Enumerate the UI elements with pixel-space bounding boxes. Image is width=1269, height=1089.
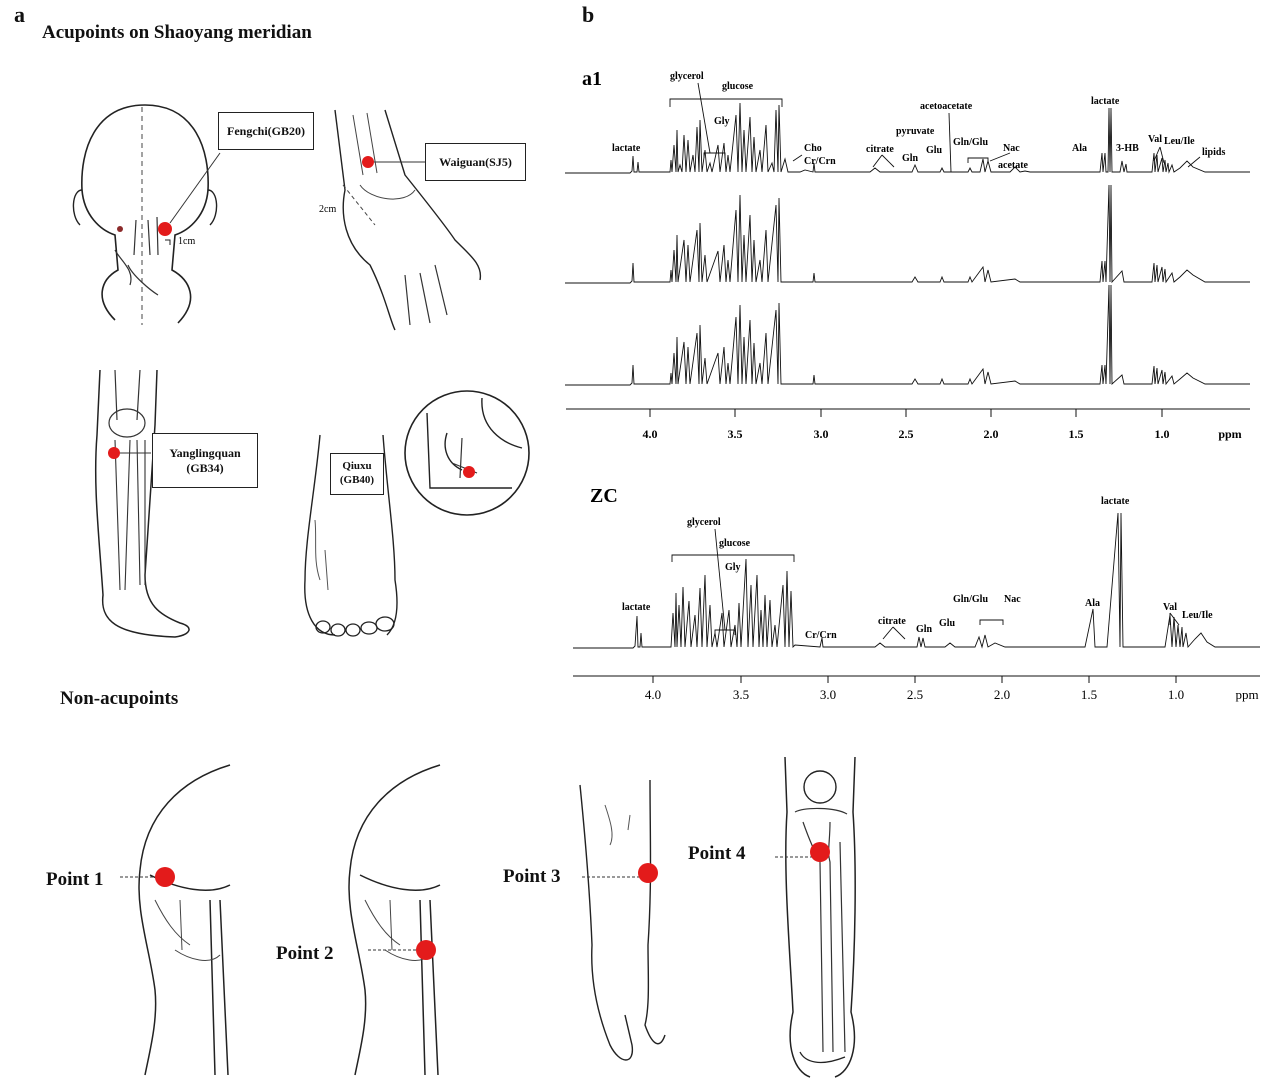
spectrum-zc-ticks bbox=[652, 676, 1177, 683]
nonacupoints-heading: Non-acupoints bbox=[60, 688, 179, 709]
ankle-detail-inset bbox=[404, 390, 530, 516]
zc-tick-label: 2.0 bbox=[994, 687, 1010, 702]
head-illustration: 1cm bbox=[72, 104, 221, 325]
point4-illustration bbox=[775, 756, 856, 1078]
zc-label-ala: Ala bbox=[1085, 598, 1100, 609]
a1-tick-label: 3.5 bbox=[728, 427, 743, 441]
fengchi-right-marker bbox=[158, 222, 172, 236]
a1-label-glycerol: glycerol bbox=[670, 71, 704, 82]
a1-label-nac: Nac bbox=[1003, 143, 1020, 154]
spectrum-zc: ZC 4.0 3.5 3.0 2.5 2.0 1.5 1.0 ppm lacta… bbox=[573, 485, 1260, 702]
a1-label-crcrn: Cr/Crn bbox=[804, 156, 836, 167]
zc-tick-label: 3.5 bbox=[733, 687, 749, 702]
a1-label-glucose: glucose bbox=[722, 81, 754, 92]
yanglingquan-callout: Yanglingquan (GB34) bbox=[152, 433, 258, 488]
point4-label: Point 4 bbox=[688, 843, 746, 864]
panel-b-letter: b bbox=[582, 2, 595, 27]
zc-label-crcrn: Cr/Crn bbox=[805, 630, 837, 641]
point1-illustration bbox=[120, 764, 231, 1076]
qiuxu-callout: Qiuxu (GB40) bbox=[330, 453, 384, 495]
a1-label-val: Val bbox=[1148, 134, 1162, 145]
wrist-measure: 2cm bbox=[319, 204, 336, 215]
point1-marker bbox=[155, 867, 175, 887]
a1-tick-label: 1.5 bbox=[1069, 427, 1084, 441]
zc-tick-label: 2.5 bbox=[907, 687, 923, 702]
fengchi-callout: Fengchi(GB20) bbox=[218, 112, 314, 150]
panel-a-letter: a bbox=[14, 2, 25, 27]
zc-tick-label: 4.0 bbox=[645, 687, 661, 702]
a1-label-lipids: lipids bbox=[1202, 147, 1225, 158]
zc-label-citrate: citrate bbox=[878, 616, 906, 627]
a1-label-acetoacetate: acetoacetate bbox=[920, 101, 973, 112]
a1-label-leuile: Leu/Ile bbox=[1164, 136, 1195, 147]
zc-label-val: Val bbox=[1163, 602, 1177, 613]
a1-label-acetate: acetate bbox=[998, 160, 1029, 171]
zc-label-lactate-right: lactate bbox=[1101, 496, 1130, 507]
a1-label-citrate: citrate bbox=[866, 144, 894, 155]
a1-label-lactate-right: lactate bbox=[1091, 96, 1120, 107]
zc-label-leuile: Leu/Ile bbox=[1182, 610, 1213, 621]
yanglingquan-name: Yanglingquan bbox=[169, 445, 241, 460]
spectrum-a1-trace-2 bbox=[565, 184, 1250, 284]
a1-label-cho: Cho bbox=[804, 143, 822, 154]
spectrum-a1-trace-1 bbox=[565, 102, 1250, 174]
a1-label-ala: Ala bbox=[1072, 143, 1087, 154]
a1-axis-unit: ppm bbox=[1218, 427, 1241, 441]
yanglingquan-code: (GB34) bbox=[186, 460, 224, 475]
a1-label-gly: Gly bbox=[714, 116, 730, 127]
point3-label: Point 3 bbox=[503, 866, 561, 887]
point1-label: Point 1 bbox=[46, 869, 104, 890]
a1-tick-label: 2.5 bbox=[899, 427, 914, 441]
zc-label-gln: Gln bbox=[916, 624, 933, 635]
a1-label-pyruvate: pyruvate bbox=[896, 126, 935, 137]
point3-marker bbox=[638, 863, 658, 883]
a1-tick-label: 4.0 bbox=[643, 427, 658, 441]
spectrum-a1-title: a1 bbox=[582, 68, 602, 90]
zc-tick-label: 1.0 bbox=[1168, 687, 1184, 702]
spectrum-a1-ticks bbox=[649, 409, 1163, 417]
point2-label: Point 2 bbox=[276, 943, 334, 964]
wrist-illustration: 2cm bbox=[319, 109, 482, 331]
point4-marker bbox=[810, 842, 830, 862]
a1-tick-label: 3.0 bbox=[814, 427, 829, 441]
a1-label-glu: Glu bbox=[926, 145, 943, 156]
spectrum-zc-title: ZC bbox=[590, 485, 618, 507]
spectrum-a1: a1 4.0 3.5 3.0 2.5 2.0 1.5 1.0 ppm lacta… bbox=[565, 68, 1250, 441]
a1-label-lactate-left: lactate bbox=[612, 143, 641, 154]
a1-tick-label: 1.0 bbox=[1155, 427, 1170, 441]
a1-label-glnglu: Gln/Glu bbox=[953, 137, 988, 148]
fengchi-left-marker bbox=[117, 226, 123, 232]
qiuxu-name: Qiuxu bbox=[342, 460, 372, 473]
zc-label-glu: Glu bbox=[939, 618, 956, 629]
point2-marker bbox=[416, 940, 436, 960]
qiuxu-code: (GB40) bbox=[339, 474, 375, 486]
spectrum-zc-trace bbox=[573, 512, 1260, 649]
zc-tick-label: 1.5 bbox=[1081, 687, 1097, 702]
head-measure: 1cm bbox=[178, 236, 195, 247]
qiuxu-marker bbox=[463, 466, 475, 478]
zc-label-glucose: glucose bbox=[719, 538, 751, 549]
waiguan-callout: Waiguan(SJ5) bbox=[425, 143, 526, 181]
zc-label-lactate-left: lactate bbox=[622, 602, 651, 613]
zc-label-nac: Nac bbox=[1004, 594, 1021, 605]
zc-axis-unit: ppm bbox=[1235, 687, 1258, 702]
waiguan-marker bbox=[362, 156, 374, 168]
acupoints-heading: Acupoints on Shaoyang meridian bbox=[42, 22, 312, 43]
zc-label-gly: Gly bbox=[725, 562, 741, 573]
zc-tick-label: 3.0 bbox=[820, 687, 836, 702]
a1-label-3hb: 3-HB bbox=[1116, 143, 1139, 154]
point2-illustration bbox=[348, 764, 441, 1076]
a1-tick-label: 2.0 bbox=[984, 427, 999, 441]
yanglingquan-marker bbox=[108, 447, 120, 459]
zc-label-glnglu: Gln/Glu bbox=[953, 594, 988, 605]
point3-illustration bbox=[579, 779, 666, 1061]
leg-illustration bbox=[94, 369, 190, 638]
zc-label-glycerol: glycerol bbox=[687, 517, 721, 528]
a1-label-gln: Gln bbox=[902, 153, 919, 164]
foot-illustration bbox=[304, 434, 398, 637]
spectrum-a1-trace-3 bbox=[565, 284, 1250, 386]
